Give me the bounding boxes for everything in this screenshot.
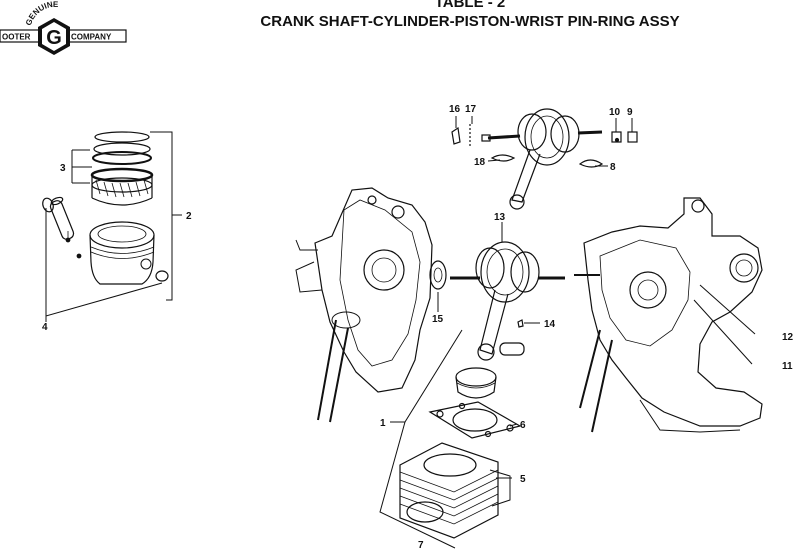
left-crankcase-drawing xyxy=(295,187,433,423)
callout-14: 14 xyxy=(544,319,556,330)
cylinder-gasket-drawing xyxy=(428,401,522,439)
assembly-title: CRANK SHAFT-CYLINDER-PISTON-WRIST PIN-RI… xyxy=(260,13,680,30)
table-title: TABLE - 2 xyxy=(434,0,506,11)
callout-4: 4 xyxy=(42,322,48,333)
right-crankcase-drawing xyxy=(574,197,763,433)
callout-1: 1 xyxy=(380,418,386,429)
callout-8: 8 xyxy=(610,162,616,173)
piston-drawing xyxy=(89,221,155,285)
callout-2: 2 xyxy=(186,211,192,222)
crankcase-leaders xyxy=(693,284,756,365)
top-crankshaft-drawing xyxy=(481,108,603,210)
callout-16: 16 xyxy=(449,104,461,115)
genuine-scooter-company-logo: GENUINE OOTER COMPANY G xyxy=(0,0,127,55)
callout-17: 17 xyxy=(465,104,477,115)
callout-5: 5 xyxy=(520,474,526,485)
assembled-piston-drawing xyxy=(455,367,497,399)
middle-crankshaft-drawing xyxy=(450,241,565,361)
callout-12: 12 xyxy=(782,332,794,343)
piston-group-leaders xyxy=(45,131,182,322)
callout-15: 15 xyxy=(432,314,444,325)
callout-13: 13 xyxy=(494,212,506,223)
callout-leaders xyxy=(437,116,633,479)
callout-10: 10 xyxy=(609,107,621,118)
callout-6: 6 xyxy=(520,420,526,431)
cylinder-group-leaders xyxy=(379,329,463,549)
wrist-pin-drawing xyxy=(49,196,75,243)
callout-18: 18 xyxy=(474,157,486,168)
logo-right-text: COMPANY xyxy=(71,33,112,42)
piston-ring-set-drawing xyxy=(90,131,154,206)
logo-left-text: OOTER xyxy=(2,33,31,42)
circlip-drawings xyxy=(42,197,169,282)
callout-11: 11 xyxy=(782,361,793,372)
oil-seal-drawing xyxy=(429,260,447,290)
callout-3: 3 xyxy=(60,163,66,174)
callout-labels: 1 2 3 4 5 6 7 8 9 10 11 12 13 14 15 16 1… xyxy=(42,104,794,551)
callout-7: 7 xyxy=(418,540,424,551)
callout-9: 9 xyxy=(627,107,633,118)
cylinder-block-drawing xyxy=(399,442,511,539)
logo-letter: G xyxy=(46,27,62,49)
